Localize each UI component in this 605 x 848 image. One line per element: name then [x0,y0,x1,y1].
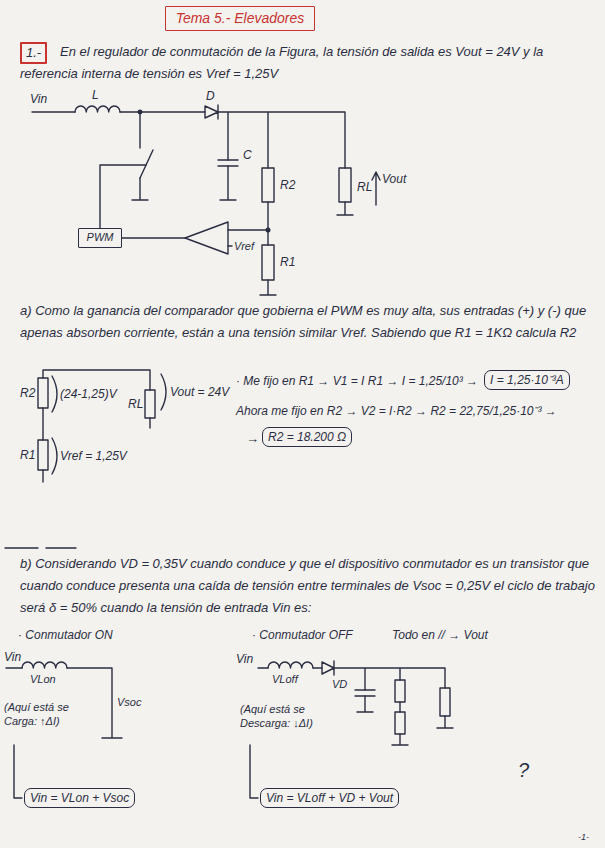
input-voltage: Vin [30,92,47,106]
hook-arrow [250,745,258,798]
side-note: (Aquí está se Carga: ↑ΔI) [4,700,89,728]
section-heading: · Conmutador ON [18,628,113,642]
input-voltage: Vin [236,652,253,666]
load-label: RL [357,180,372,194]
voltage-bracket [52,438,57,474]
voltage-arrow [372,172,380,205]
voltage-bracket [161,374,166,410]
voltage-drop: (24-1,25)V [60,387,117,401]
diode-label: D [206,89,215,103]
box-text: Tema 5.- Elevadores [176,10,305,27]
resistor-label: R2 [280,178,295,192]
resistor-label: R2 [20,386,35,400]
junction-dot [138,110,142,114]
resistor-symbol [440,688,450,716]
load-label: RL [128,397,143,411]
resistor-symbol [262,245,274,280]
output-voltage: Vout = 24V [170,385,229,399]
resistor-symbol [395,712,405,734]
ink-drawing [5,105,453,798]
side-note: (Aquí está se Descarga: ↓ΔI) [240,702,340,730]
switch-voltage: Vsoc [117,696,141,709]
question-mark: ? [518,758,529,782]
box-text: Vin = VLoff + VD + Vout [266,791,393,805]
resistor-symbol [145,390,155,418]
inductor-voltage: VLon [30,673,56,686]
box-text: I = 1,25·10⁻³A [490,373,564,387]
circuit-wire [43,370,150,482]
arrow-symbol: → [246,431,259,447]
section-heading: · Conmutador OFF [252,628,353,642]
problem-statement: En el regulador de conmutación de la Fig… [20,41,595,85]
side-note: Todo en // → Vout [392,628,488,642]
title-box: Tema 5.- Elevadores [165,6,316,31]
diode-symbol [205,105,218,119]
calculation-step: Ahora me fijo en R2 → V2 = I·R2 → R2 = 2… [236,404,557,418]
inductor-symbol [22,662,67,668]
reference-voltage: Vref = 1,25V [60,449,127,463]
result-box: I = 1,25·10⁻³A [484,370,570,390]
page-number: -1- [578,832,589,843]
question-text: a) Como la ganancia del comparador que g… [20,300,595,344]
equation-box: Vin = VLoff + VD + Vout [260,788,399,808]
equation-box: Vin = VLon + Vsoc [24,788,135,808]
result-box: R2 = 18.200 Ω [262,427,352,447]
box-text: Vin = VLon + Vsoc [30,791,129,805]
resistor-symbol [339,168,351,202]
reference-voltage: Vref [234,240,254,253]
comparator-symbol [185,222,228,254]
resistor-symbol [262,168,274,202]
pwm-block: PWM [78,228,122,248]
input-voltage: Vin [4,650,21,664]
junction-dot [266,228,270,232]
resistor-label: R1 [280,255,295,269]
resistor-symbol [395,680,405,702]
inductor-label: L [92,88,99,102]
capacitor-symbol [355,690,375,696]
circuit-wire [32,112,353,295]
box-text: 1.- [26,45,41,61]
calculation-step: · Me fijo en R1 → V1 = I R1 → I = 1,25/1… [236,374,478,388]
capacitor-symbol [218,160,238,166]
exercise-number: 1.- [20,42,47,64]
resistor-label: R1 [20,448,35,462]
hook-arrow [14,745,22,798]
output-voltage: Vout [382,172,406,186]
box-text: R2 = 18.200 Ω [268,430,346,444]
inductor-voltage: VLoff [272,673,298,686]
capacitor-label: C [243,148,252,162]
switch-symbol [140,150,153,178]
box-text: PWM [79,231,121,244]
resistor-symbol [38,440,48,470]
diode-symbol [322,661,334,675]
question-text: b) Considerando VD = 0,35V cuando conduc… [20,553,595,619]
inductor-symbol [268,662,313,668]
voltage-bracket [52,376,57,412]
resistor-symbol [38,378,48,408]
separator-line [5,547,76,548]
diode-voltage: VD [332,678,347,691]
inductor-symbol [75,106,120,112]
